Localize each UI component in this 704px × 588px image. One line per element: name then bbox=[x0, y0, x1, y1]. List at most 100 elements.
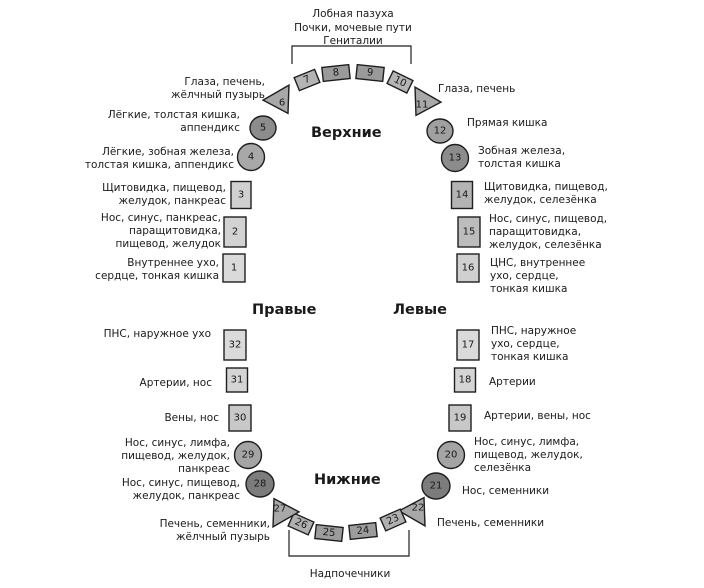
tooth-5-shape bbox=[249, 115, 277, 141]
label-tooth-31: Артерии, нос bbox=[139, 377, 212, 389]
label-tooth-27: Печень, семенники, жёлчный пузырь bbox=[159, 518, 270, 543]
tooth-2-number: 2 bbox=[232, 227, 238, 238]
tooth-24-shape bbox=[348, 521, 378, 541]
tooth-9-shape bbox=[355, 63, 385, 83]
tooth-2-shape bbox=[223, 216, 247, 248]
label-tooth-28: Нос, синус, пищевод, желудок, панкреас bbox=[121, 477, 240, 502]
top-bracket bbox=[291, 45, 412, 64]
label-tooth-17: ПНС, наружное ухо, сердце, тонкая кишка bbox=[491, 325, 577, 363]
tooth-8: 8 bbox=[321, 63, 351, 83]
tooth-4: 4 bbox=[236, 142, 266, 172]
tooth-16: 16 bbox=[456, 253, 480, 283]
tooth-13-number: 13 bbox=[449, 153, 462, 164]
tooth-2: 2 bbox=[223, 216, 247, 248]
label-tooth-6: Глаза, печень, жёлчный пузырь bbox=[171, 76, 265, 101]
tooth-24-number: 24 bbox=[356, 525, 370, 537]
tooth-21: 21 bbox=[421, 472, 451, 500]
tooth-27-number: 27 bbox=[274, 504, 287, 515]
tooth-27: 27 bbox=[272, 497, 301, 529]
label-tooth-16: ЦНС, внутреннее ухо, сердце, тонкая кишк… bbox=[490, 257, 586, 295]
tooth-8-shape bbox=[321, 63, 351, 83]
label-tooth-15: Нос, синус, пищевод, паращитовидка, желу… bbox=[489, 213, 608, 251]
tooth-13: 13 bbox=[440, 143, 470, 173]
tooth-14: 14 bbox=[450, 180, 474, 210]
label-bottom-center: Надпочечники bbox=[309, 568, 391, 580]
tooth-16-number: 16 bbox=[462, 263, 475, 274]
tooth-10: 10 bbox=[386, 69, 414, 95]
tooth-22-shape bbox=[397, 496, 426, 528]
tooth-17-shape bbox=[456, 329, 480, 361]
tooth-18: 18 bbox=[453, 367, 477, 393]
label-tooth-2: Нос, синус, панкреас, паращитовидка, пищ… bbox=[100, 212, 221, 250]
tooth-19-shape bbox=[448, 404, 472, 432]
tooth-28-shape bbox=[245, 470, 275, 498]
tooth-30-shape bbox=[228, 404, 252, 432]
label-tooth-18: Артерии bbox=[489, 376, 536, 388]
label-tooth-22: Печень, семенники bbox=[437, 517, 545, 529]
tooth-12-number: 12 bbox=[434, 126, 447, 137]
tooth-7-shape bbox=[293, 68, 321, 92]
tooth-25: 25 bbox=[314, 523, 344, 543]
tooth-6-number: 6 bbox=[279, 98, 285, 109]
tooth-1-number: 1 bbox=[231, 263, 237, 274]
tooth-27-shape bbox=[272, 497, 301, 529]
tooth-17-number: 17 bbox=[462, 340, 475, 351]
tooth-20-number: 20 bbox=[445, 450, 458, 461]
label-tooth-14: Щитовидка, пищевод, желудок, селезёнка bbox=[484, 181, 608, 206]
tooth-23-number: 23 bbox=[385, 512, 401, 527]
heading-left: Левые bbox=[393, 302, 447, 318]
label-tooth-29: Нос, синус, лимфа, пищевод, желудок, пан… bbox=[121, 437, 230, 475]
tooth-20: 20 bbox=[436, 440, 466, 470]
label-tooth-30: Вены, нос bbox=[164, 412, 219, 424]
tooth-23: 23 bbox=[379, 508, 407, 532]
tooth-26: 26 bbox=[287, 512, 315, 536]
label-tooth-11: Глаза, печень bbox=[438, 83, 516, 95]
tooth-29-number: 29 bbox=[242, 450, 255, 461]
tooth-29: 29 bbox=[233, 440, 263, 470]
tooth-30: 30 bbox=[228, 404, 252, 432]
tooth-16-shape bbox=[456, 253, 480, 283]
label-tooth-21: Нос, семенники bbox=[462, 485, 550, 497]
tooth-32: 32 bbox=[223, 329, 247, 361]
tooth-15-number: 15 bbox=[463, 227, 476, 238]
tooth-21-number: 21 bbox=[430, 481, 443, 492]
tooth-18-number: 18 bbox=[459, 375, 472, 386]
tooth-3-shape bbox=[230, 180, 252, 210]
tooth-30-number: 30 bbox=[234, 413, 247, 424]
label-tooth-1: Внутреннее ухо, сердце, тонкая кишка bbox=[95, 257, 219, 282]
tooth-15: 15 bbox=[457, 216, 481, 248]
tooth-14-shape bbox=[450, 180, 474, 210]
tooth-31-shape bbox=[225, 367, 249, 393]
tooth-14-number: 14 bbox=[456, 190, 469, 201]
tooth-7-number: 7 bbox=[302, 74, 312, 87]
tooth-22: 22 bbox=[397, 496, 426, 528]
tooth-6: 6 bbox=[261, 83, 290, 115]
tooth-24: 24 bbox=[348, 521, 378, 541]
tooth-19-number: 19 bbox=[454, 413, 467, 424]
tooth-11-shape bbox=[414, 85, 443, 117]
tooth-3-number: 3 bbox=[238, 190, 244, 201]
tooth-19: 19 bbox=[448, 404, 472, 432]
label-tooth-4: Лёгкие, зобная железа, толстая кишка, ап… bbox=[84, 146, 234, 171]
bottom-bracket bbox=[288, 530, 410, 557]
tooth-28: 28 bbox=[245, 470, 275, 498]
tooth-32-shape bbox=[223, 329, 247, 361]
label-tooth-3: Щитовидка, пищевод, желудок, панкреас bbox=[102, 182, 226, 207]
tooth-4-number: 4 bbox=[248, 152, 254, 163]
tooth-7: 7 bbox=[293, 68, 321, 92]
label-top-center: Лобная пазуха Почки, мочевые пути Генита… bbox=[294, 8, 412, 47]
heading-upper: Верхние bbox=[311, 125, 382, 141]
tooth-13-shape bbox=[440, 143, 470, 173]
tooth-31-number: 31 bbox=[231, 375, 244, 386]
tooth-32-number: 32 bbox=[229, 340, 242, 351]
tooth-3: 3 bbox=[230, 180, 252, 210]
tooth-23-shape bbox=[379, 508, 407, 532]
tooth-5: 5 bbox=[249, 115, 277, 141]
tooth-5-number: 5 bbox=[260, 123, 266, 134]
tooth-18-shape bbox=[453, 367, 477, 393]
tooth-1-shape bbox=[222, 253, 246, 283]
tooth-17: 17 bbox=[456, 329, 480, 361]
tooth-29-shape bbox=[233, 440, 263, 470]
tooth-4-shape bbox=[236, 142, 266, 172]
